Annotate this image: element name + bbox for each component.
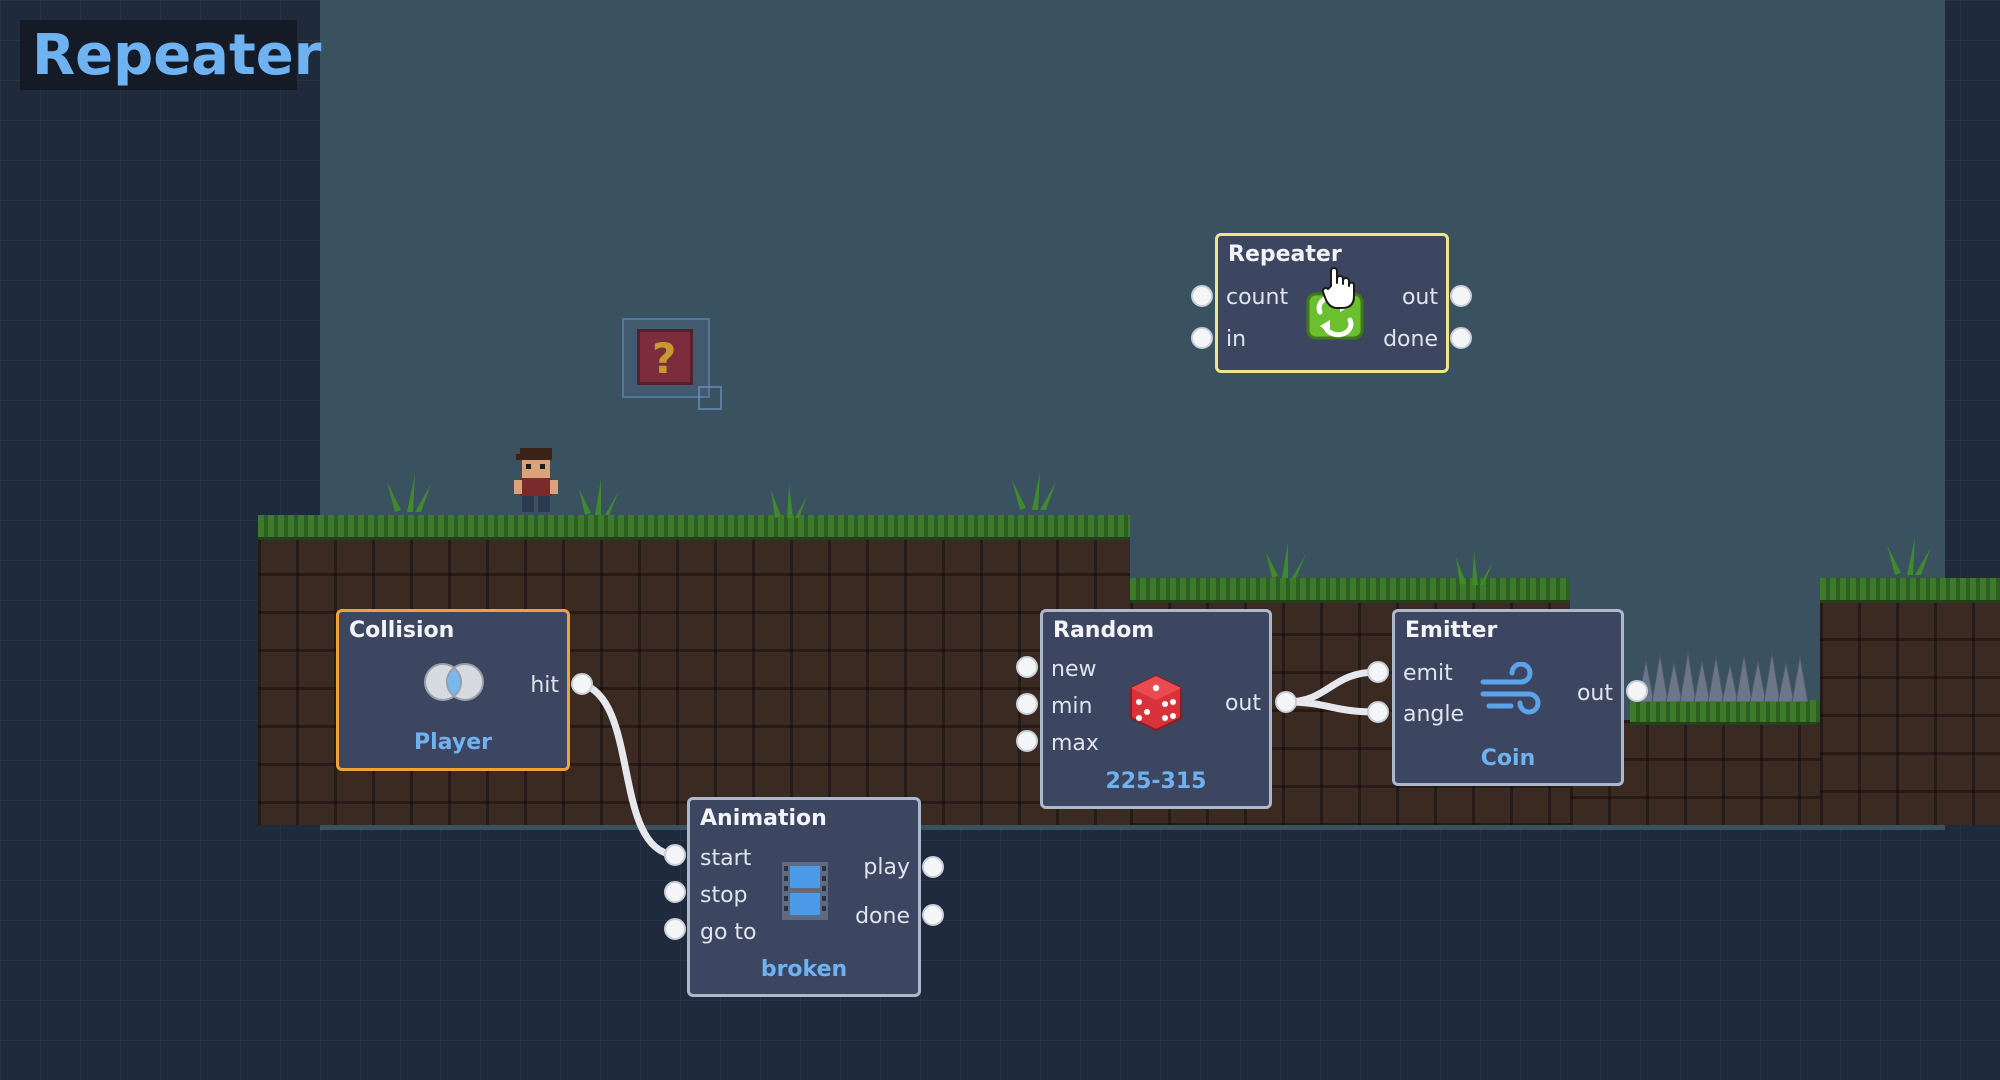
grass-tuft — [1456, 551, 1492, 585]
spike-row — [1638, 651, 1809, 702]
port-label-go-to: go to — [700, 920, 757, 945]
port-label-out: out — [1401, 285, 1438, 310]
repeater-count-port[interactable] — [1191, 285, 1213, 307]
animation-go-to-port[interactable] — [664, 918, 686, 940]
collision-node[interactable]: Collision hit Player — [336, 609, 570, 771]
emitter-out-port[interactable] — [1626, 680, 1648, 702]
question-block-icon[interactable]: ? — [622, 318, 722, 410]
node-title: Emitter — [1405, 618, 1498, 643]
emitter-angle-port[interactable] — [1367, 701, 1389, 723]
collision-hit-port[interactable] — [571, 673, 593, 695]
repeater-out-port[interactable] — [1450, 285, 1472, 307]
hand-cursor-icon — [1322, 267, 1355, 309]
film-strip-icon — [782, 862, 828, 920]
page-title-badge: Repeater — [20, 20, 321, 90]
animation-stop-port[interactable] — [664, 881, 686, 903]
port-label-out: out — [1576, 681, 1613, 706]
port-label-hit: hit — [530, 673, 559, 698]
grass-tuft — [387, 474, 431, 512]
node-title: Animation — [700, 806, 827, 831]
grass-tuft — [1012, 472, 1056, 510]
random-out-port[interactable] — [1275, 691, 1297, 713]
node-title: Collision — [349, 618, 455, 643]
node-title: Random — [1053, 618, 1155, 643]
emitter-emit-port[interactable] — [1367, 661, 1389, 683]
grass-tuft — [579, 479, 619, 515]
port-label-count: count — [1226, 285, 1289, 310]
port-label-emit: emit — [1403, 661, 1453, 686]
wind-icon — [1480, 662, 1541, 715]
port-label-angle: angle — [1403, 702, 1465, 727]
grass-middle-platform — [1130, 578, 1570, 603]
random-new-port[interactable] — [1016, 656, 1038, 678]
animation-start-port[interactable] — [664, 844, 686, 866]
port-label-max: max — [1051, 731, 1099, 756]
node-subtitle: 225-315 — [1105, 769, 1207, 794]
random-min-port[interactable] — [1016, 693, 1038, 715]
port-label-start: start — [700, 846, 752, 871]
node-subtitle: Coin — [1480, 746, 1536, 771]
port-label-in: in — [1226, 327, 1247, 352]
grass-tuft — [1266, 542, 1306, 578]
animation-play-port[interactable] — [922, 856, 944, 878]
ground-right-platform — [1820, 600, 2000, 825]
node-subtitle: broken — [760, 957, 848, 982]
grass-lower-platform — [1630, 700, 1820, 725]
port-label-done: done — [855, 904, 910, 929]
port-label-done: done — [1383, 327, 1438, 352]
repeater-in-port[interactable] — [1191, 327, 1213, 349]
port-label-out: out — [1224, 691, 1261, 716]
node-subtitle: Player — [414, 730, 492, 755]
emitter-node[interactable]: Emitter emit angle out Coin — [1392, 609, 1624, 786]
page-title: Repeater — [32, 22, 322, 88]
random-node[interactable]: Random new min max out 225-315 — [1040, 609, 1272, 809]
node-title: Repeater — [1228, 242, 1342, 267]
port-label-new: new — [1051, 657, 1097, 682]
port-label-min: min — [1051, 694, 1093, 719]
player-character[interactable] — [512, 448, 560, 514]
port-label-stop: stop — [700, 883, 748, 908]
random-max-port[interactable] — [1016, 730, 1038, 752]
port-label-play: play — [863, 855, 910, 880]
venn-overlap-icon — [424, 663, 484, 701]
repeater-done-port[interactable] — [1450, 327, 1472, 349]
grass-right-platform — [1820, 578, 2000, 603]
animation-node[interactable]: Animation start stop go to play done bro… — [687, 797, 921, 997]
resize-handle[interactable] — [698, 386, 722, 410]
grass-tuft — [1887, 537, 1931, 575]
animation-done-port[interactable] — [922, 904, 944, 926]
grass-left-platform — [258, 515, 1130, 540]
grass-tuft — [771, 484, 807, 518]
dice-icon — [1130, 674, 1182, 732]
